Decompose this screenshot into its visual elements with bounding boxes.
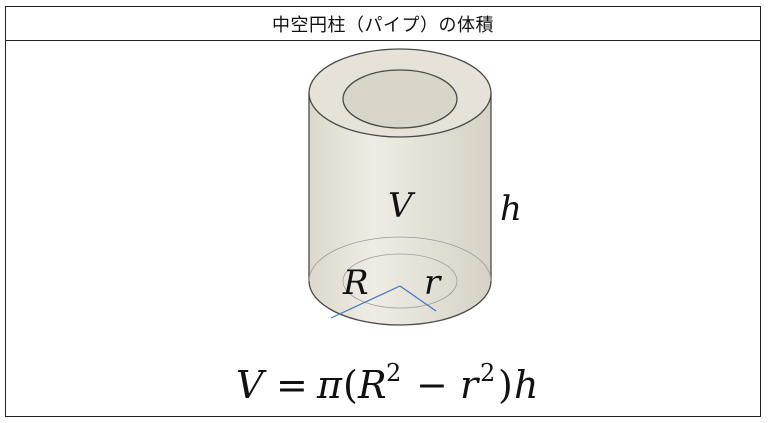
diagram-title: 中空円柱（パイプ）の体積 xyxy=(272,14,494,36)
formula-r-exponent: 2 xyxy=(480,359,495,387)
volume-formula: V = π ( R 2 − r 2 ) h xyxy=(236,359,538,407)
formula-minus: − xyxy=(416,363,448,407)
outer-radius-label: R xyxy=(342,263,369,303)
formula-equals: = xyxy=(276,363,308,407)
bottom-inner-edge-hidden xyxy=(342,253,458,309)
height-label: h xyxy=(500,189,522,229)
formula-r: r xyxy=(460,363,481,407)
top-inner-hole xyxy=(342,69,458,129)
formula-R-exponent: 2 xyxy=(386,359,401,387)
outer-radius-line xyxy=(330,285,401,319)
formula-open-paren: ( xyxy=(343,363,358,407)
inner-radius-line xyxy=(399,285,437,312)
title-bar: 中空円柱（パイプ）の体積 xyxy=(6,7,760,41)
formula-R: R xyxy=(357,363,387,407)
volume-label: V xyxy=(388,186,416,226)
formula-lhs: V xyxy=(236,363,267,407)
formula-pi: π xyxy=(316,363,343,407)
inner-radius-label: r xyxy=(424,263,442,303)
bottom-outer-edge-hidden xyxy=(308,236,492,282)
diagram-frame: 中空円柱（パイプ）の体積 xyxy=(5,6,761,417)
cylinder-body xyxy=(308,92,492,326)
formula-close-paren: ) xyxy=(498,363,513,407)
formula-h: h xyxy=(514,363,538,407)
